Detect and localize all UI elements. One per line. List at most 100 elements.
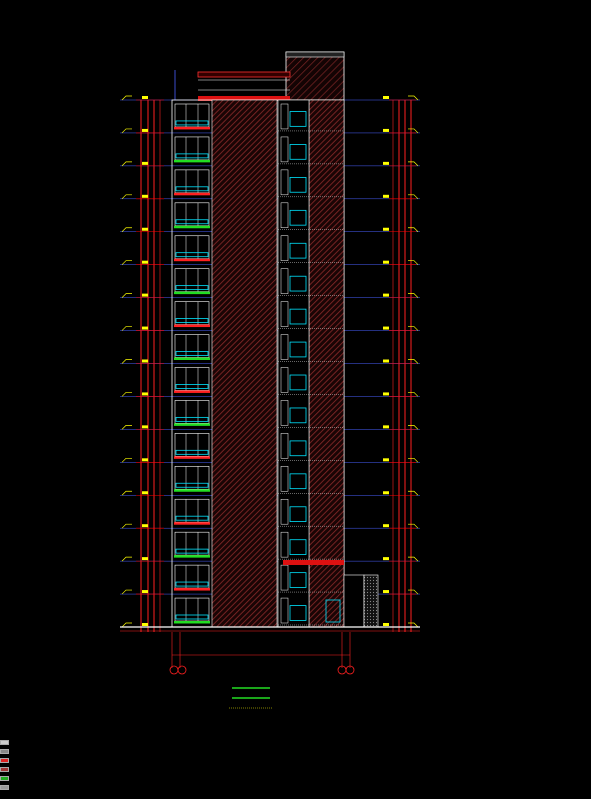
balcony-slab [174, 357, 210, 360]
balcony-slab [174, 225, 210, 229]
level-marker-left [142, 260, 148, 264]
stair-window [289, 407, 307, 424]
balcony-glass [175, 548, 209, 554]
level-marker-left [142, 293, 148, 297]
side-window [280, 597, 289, 624]
level-marker-left [142, 491, 148, 495]
balcony-slab [174, 621, 210, 624]
balcony-glass [175, 384, 209, 389]
elevation-symbol-right [408, 260, 419, 265]
side-window [280, 531, 289, 558]
elevation-symbol-right [408, 589, 419, 595]
balcony-slab [174, 456, 210, 459]
side-window [280, 334, 289, 360]
level-marker-left [142, 227, 148, 231]
elevation-symbol-left [121, 161, 132, 167]
level-marker-left [142, 590, 148, 594]
balcony-slab [174, 390, 210, 393]
elevation-symbol-left [121, 326, 132, 331]
level-marker-right [383, 392, 389, 396]
level-marker-right [383, 557, 389, 561]
balcony-slab [174, 291, 210, 295]
elevation-symbol-right [408, 490, 419, 496]
legend-swatch [0, 767, 9, 772]
level-marker-left [142, 359, 148, 363]
elevation-symbol-right [408, 425, 419, 430]
window-frame [174, 498, 210, 523]
elevation-symbol-right [408, 359, 419, 364]
level-marker-right [383, 491, 389, 495]
window-frame [174, 268, 210, 292]
roof-structure [174, 51, 345, 101]
stair-window [289, 242, 307, 259]
balcony-glass [175, 186, 209, 192]
level-marker-right [383, 524, 389, 528]
balcony-slab [174, 423, 210, 426]
elevation-symbol-left [121, 556, 132, 562]
elevation-symbol-right [408, 95, 419, 101]
elevation-symbol-right [408, 128, 419, 134]
balcony-glass [175, 153, 209, 159]
stair-window [289, 374, 307, 391]
level-marker-right [383, 590, 389, 594]
elevation-symbol-left [121, 128, 132, 134]
stair-window [289, 209, 307, 226]
balcony-glass [175, 449, 209, 455]
level-marker-left [142, 326, 148, 330]
stair-window [289, 144, 307, 160]
window-frame [174, 564, 210, 589]
balcony-glass [175, 285, 209, 291]
balcony-slab [174, 324, 210, 328]
elevation-symbol-right [408, 293, 419, 298]
window-frame [174, 433, 210, 457]
balcony-glass [175, 252, 209, 258]
window-frame [174, 367, 210, 391]
balcony-slab [174, 489, 210, 492]
level-marker-left [142, 623, 148, 626]
window-frame [174, 334, 210, 358]
stair-window [289, 177, 307, 193]
window-frame [174, 301, 210, 325]
balcony-glass [175, 351, 209, 356]
elevation-symbol-right [408, 326, 419, 331]
window-frame [174, 202, 210, 227]
right-dimension-lines [392, 100, 412, 632]
balcony-slab [174, 159, 210, 163]
level-marker-right [383, 359, 389, 363]
window-frame [174, 531, 210, 556]
balcony-slab [174, 588, 210, 591]
stair-window [289, 308, 307, 325]
balcony-glass [175, 416, 209, 422]
notes-block [229, 687, 272, 709]
level-marker-left [142, 524, 148, 528]
balcony-slab [174, 555, 210, 558]
level-marker-right [383, 96, 389, 99]
level-marker-right [383, 293, 389, 297]
elevation-symbol-left [121, 95, 132, 101]
balcony-glass [175, 219, 209, 225]
legend-swatch [0, 785, 9, 790]
level-marker-left [142, 161, 148, 165]
elevation-symbol-left [121, 194, 132, 200]
elevation-symbol-right [408, 523, 419, 529]
balcony-glass [175, 614, 209, 620]
elevation-symbol-left [121, 392, 132, 397]
elevation-symbol-right [408, 622, 419, 628]
side-window [280, 103, 289, 130]
window-frame [174, 103, 210, 128]
window-frame [174, 235, 210, 259]
ground-annex [283, 560, 379, 628]
level-marker-right [383, 458, 389, 462]
elevation-symbol-left [121, 457, 132, 463]
side-window [280, 169, 289, 196]
balcony-slab [174, 126, 210, 130]
level-marker-right [383, 194, 389, 198]
balcony-glass [175, 515, 209, 521]
balcony-slab [174, 258, 210, 262]
level-marker-left [142, 458, 148, 462]
level-marker-left [142, 194, 148, 198]
side-window [280, 202, 289, 228]
stair-window [289, 473, 307, 490]
stair-window [289, 275, 307, 292]
